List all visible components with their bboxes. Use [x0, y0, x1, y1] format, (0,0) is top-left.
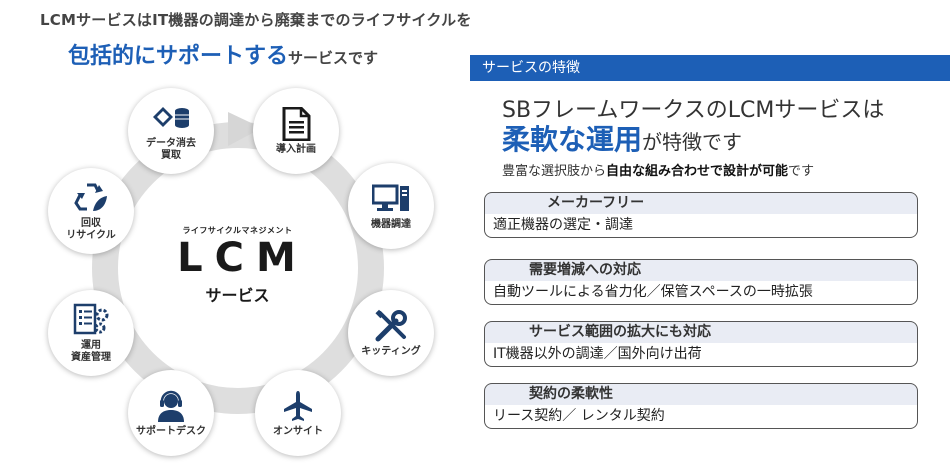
lifecycle-diagram: 導入計画 機器調達 キッティング — [0, 0, 470, 469]
node-support-desk-label: サポートデスク — [136, 426, 206, 437]
feature-body: IT機器以外の調達／国外向け出荷 — [484, 343, 918, 367]
document-icon — [276, 106, 316, 142]
feature-body: 適正機器の選定・調達 — [484, 214, 918, 238]
cycle-arrow-icon — [228, 112, 262, 146]
headset-operator-icon — [151, 388, 191, 424]
feature-title: メーカーフリー — [484, 192, 918, 214]
lcm-title: LCM — [177, 235, 308, 281]
features-title-emphasis: 柔軟な運用 — [502, 123, 643, 156]
node-onsite: オンサイト — [255, 370, 341, 456]
feature-body: 自動ツールによる省力化／保管スペースの一時拡張 — [484, 281, 918, 305]
node-plan-label: 導入計画 — [276, 144, 316, 155]
features-title3-pre: 豊富な選択肢から — [502, 164, 607, 179]
feature-title: サービス範囲の拡大にも対応 — [484, 321, 918, 343]
node-asset-management-label: 運用 資産管理 — [71, 340, 111, 363]
features-title3-post: です — [788, 164, 815, 179]
feature-card: サービス範囲の拡大にも対応 IT機器以外の調達／国外向け出荷 — [484, 321, 918, 369]
node-procurement: 機器調達 — [348, 163, 434, 249]
headline-emphasis: 包括的にサポートする — [68, 44, 289, 69]
features-title-line2: 柔軟な運用が特徴です — [502, 118, 742, 158]
feature-title: 契約の柔軟性 — [484, 383, 918, 405]
node-plan: 導入計画 — [253, 88, 339, 174]
node-kitting: キッティング — [348, 290, 434, 376]
feature-title: 需要増減への対応 — [484, 259, 918, 281]
headline-suffix: サービスです — [288, 49, 379, 67]
lcm-service: サービス — [205, 286, 270, 305]
node-onsite-label: オンサイト — [273, 426, 323, 437]
eraser-coins-icon — [151, 100, 191, 136]
recycle-icon — [71, 180, 111, 216]
computer-icon — [371, 181, 411, 217]
headline-line1: LCMサービスはIT機器の調達から廃棄までのライフサイクルを — [40, 11, 472, 29]
checklist-gear-icon — [71, 302, 111, 338]
node-recycle: 回収 リサイクル — [48, 168, 134, 254]
node-kitting-label: キッティング — [361, 346, 421, 357]
features-title3-bold: 自由な組み合わせで設計が可能 — [606, 164, 789, 179]
features-panel-header: サービスの特徴 — [470, 55, 950, 81]
node-procurement-label: 機器調達 — [371, 219, 411, 230]
lifecycle-ring — [92, 112, 384, 414]
features-title-suffix: が特徴です — [642, 130, 743, 154]
features-title-line3: 豊富な選択肢から自由な組み合わせで設計が可能です — [502, 160, 814, 179]
lcm-subtitle: ライフサイクルマネジメント — [182, 226, 293, 235]
node-data-erasure-label: データ消去 買取 — [146, 138, 196, 161]
tools-icon — [371, 308, 411, 344]
features-title-line1: SBフレームワークスのLCMサービスは — [502, 98, 885, 123]
lcm-center-label: ライフサイクルマネジメント LCM サービス — [165, 225, 310, 306]
feature-body: リース契約／ レンタル契約 — [484, 405, 918, 429]
node-data-erasure: データ消去 買取 — [128, 88, 214, 174]
node-asset-management: 運用 資産管理 — [48, 290, 134, 376]
airplane-icon — [278, 388, 318, 424]
feature-card: メーカーフリー 適正機器の選定・調達 — [484, 192, 918, 240]
node-recycle-label: 回収 リサイクル — [66, 218, 116, 241]
headline-line2: 包括的にサポートするサービスです — [68, 38, 378, 70]
feature-card: 契約の柔軟性 リース契約／ レンタル契約 — [484, 383, 918, 431]
feature-card: 需要増減への対応 自動ツールによる省力化／保管スペースの一時拡張 — [484, 259, 918, 307]
node-support-desk: サポートデスク — [128, 370, 214, 456]
